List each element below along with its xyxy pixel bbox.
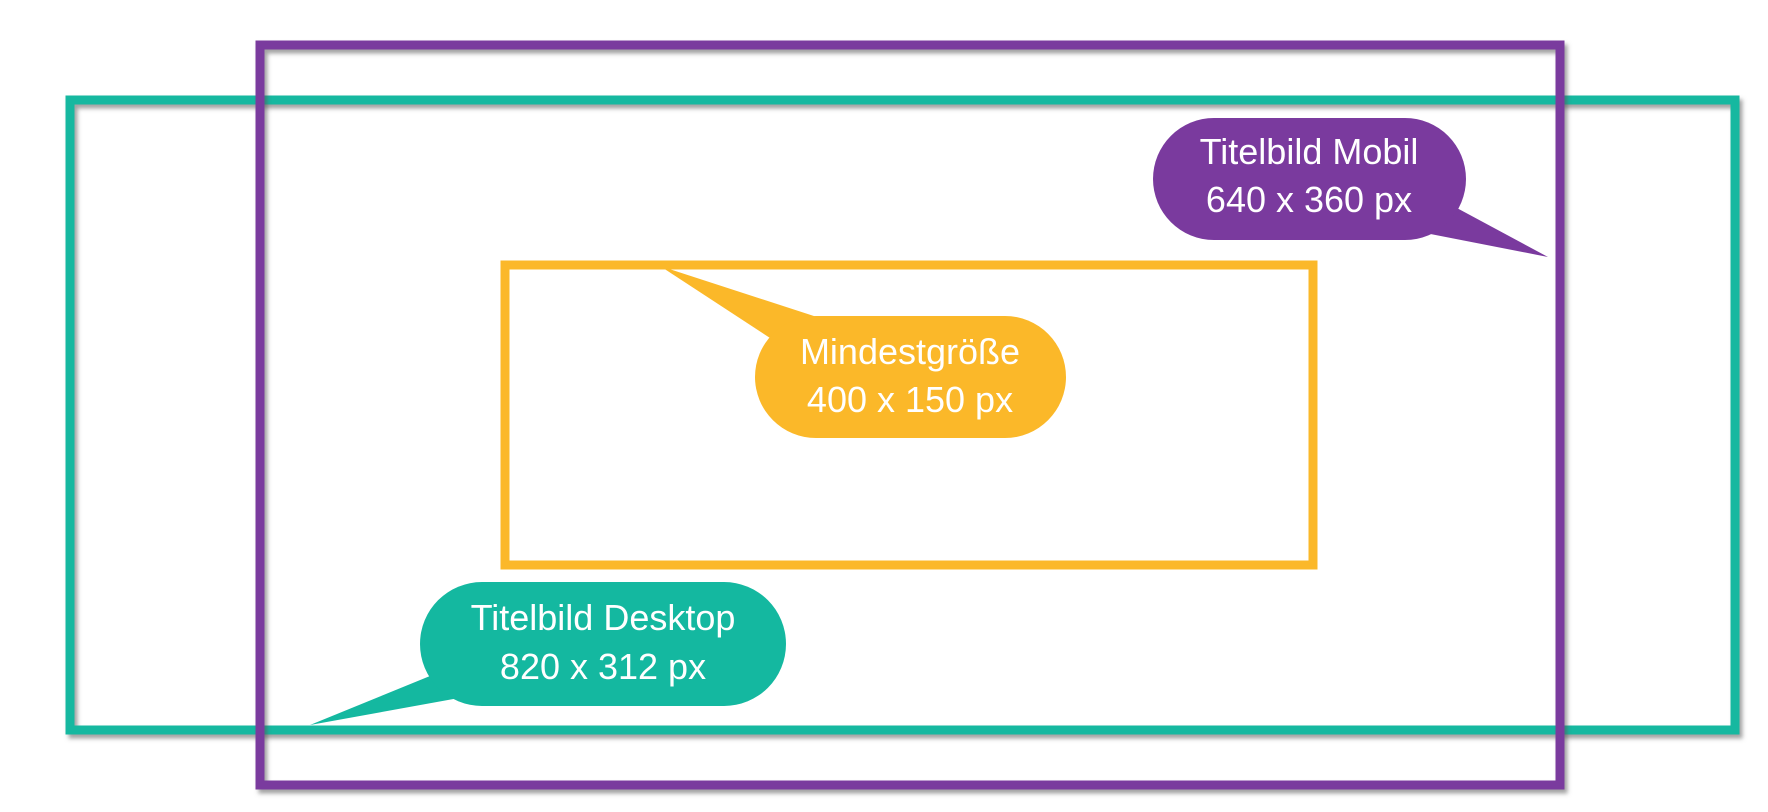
mobile-callout-size: 640 x 360 px <box>1206 179 1412 220</box>
minimum-callout-bubble <box>755 316 1066 438</box>
desktop-callout: Titelbild Desktop 820 x 312 px <box>310 582 786 725</box>
desktop-callout-size: 820 x 312 px <box>500 646 706 687</box>
minimum-callout-pointer <box>660 266 820 338</box>
minimum-callout: Mindestgröße 400 x 150 px <box>660 266 1066 438</box>
minimum-callout-title: Mindestgröße <box>800 331 1020 372</box>
desktop-frame <box>65 95 1740 735</box>
mobile-callout-bubble <box>1153 118 1466 240</box>
desktop-callout-bubble <box>420 582 786 706</box>
minimum-size-frame <box>500 260 1318 570</box>
mobile-callout-title: Titelbild Mobil <box>1200 131 1419 172</box>
mobile-callout: Titelbild Mobil 640 x 360 px <box>1153 118 1548 257</box>
minimum-callout-size: 400 x 150 px <box>807 379 1013 420</box>
desktop-callout-pointer <box>310 676 470 725</box>
mobile-frame <box>255 40 1565 790</box>
desktop-callout-title: Titelbild Desktop <box>471 597 736 638</box>
